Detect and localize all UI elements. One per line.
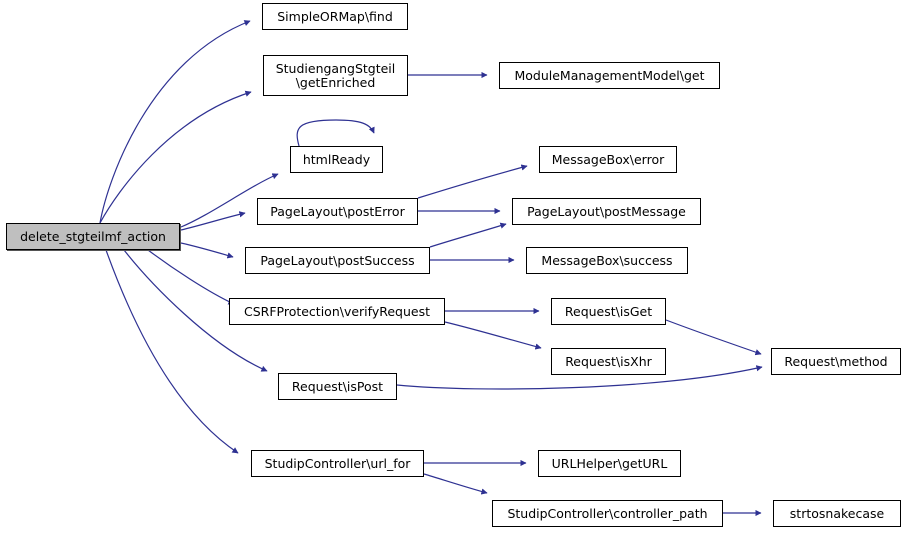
graph-node-label-isPost: Request\isPost bbox=[291, 378, 384, 394]
graph-edge-verifyRequest-to-isXhr bbox=[444, 321, 542, 350]
graph-node-label-postMessage: PageLayout\postMessage bbox=[527, 203, 686, 219]
graph-node-label-postSuccess: PageLayout\postSuccess bbox=[260, 252, 415, 268]
graph-edge-root-to-postSuccess bbox=[180, 242, 234, 259]
graph-node-isXhr[interactable]: Request\isXhr bbox=[551, 348, 666, 375]
graph-node-label-controllerPath: StudipController\controller_path bbox=[507, 505, 708, 521]
graph-edge-htmlReady-to-htmlReady bbox=[296, 119, 375, 147]
graph-node-postMessage[interactable]: PageLayout\postMessage bbox=[512, 198, 701, 225]
graph-node-label-verifyRequest: CSRFProtection\verifyRequest bbox=[243, 303, 431, 319]
graph-node-htmlReady[interactable]: htmlReady bbox=[290, 146, 383, 173]
graph-edge-root-to-getEnriched bbox=[99, 90, 252, 224]
graph-node-root[interactable]: delete_stgteilmf_action bbox=[6, 223, 180, 250]
graph-edge-postSuccess-to-postMessage bbox=[429, 222, 507, 248]
graph-node-label-isGet: Request\isGet bbox=[564, 303, 653, 319]
graph-edge-urlFor-to-controllerPath bbox=[423, 473, 488, 495]
graph-edge-root-to-find bbox=[99, 20, 251, 224]
graph-edge-isGet-to-method bbox=[665, 319, 762, 356]
graph-node-label-root: delete_stgteilmf_action bbox=[20, 228, 166, 244]
graph-edge-root-to-verifyRequest bbox=[147, 249, 235, 305]
graph-node-label-find: SimpleORMap\find bbox=[277, 8, 393, 24]
graph-node-getURL[interactable]: URLHelper\getURL bbox=[538, 450, 681, 477]
graph-node-label-getURL: URLHelper\getURL bbox=[551, 455, 668, 471]
graph-edge-root-to-postError bbox=[180, 211, 246, 231]
graph-node-label-isXhr: Request\isXhr bbox=[565, 353, 652, 369]
graph-node-find[interactable]: SimpleORMap\find bbox=[262, 3, 408, 30]
graph-node-isGet[interactable]: Request\isGet bbox=[551, 298, 666, 325]
graph-node-label-strtosnakecase: strtosnakecase bbox=[789, 505, 885, 521]
graph-node-label-postError: PageLayout\postError bbox=[270, 203, 405, 219]
graph-node-label-method: Request\method bbox=[784, 353, 888, 369]
graph-node-postError[interactable]: PageLayout\postError bbox=[257, 198, 418, 225]
graph-node-strtosnakecase[interactable]: strtosnakecase bbox=[773, 500, 901, 527]
graph-node-isPost[interactable]: Request\isPost bbox=[278, 373, 397, 400]
graph-edge-postError-to-msgError bbox=[417, 164, 528, 199]
graph-node-verifyRequest[interactable]: CSRFProtection\verifyRequest bbox=[229, 298, 445, 325]
graph-node-msgSuccess[interactable]: MessageBox\success bbox=[526, 247, 688, 274]
graph-node-label-msgSuccess: MessageBox\success bbox=[541, 252, 673, 268]
graph-node-getEnriched[interactable]: StudiengangStgteil \getEnriched bbox=[263, 55, 408, 96]
graph-node-label-htmlReady: htmlReady bbox=[302, 151, 371, 167]
graph-edge-root-to-urlFor bbox=[105, 249, 239, 454]
graph-node-urlFor[interactable]: StudipController\url_for bbox=[251, 450, 424, 477]
graph-node-msgError[interactable]: MessageBox\error bbox=[539, 146, 677, 173]
graph-node-label-getEnriched: StudiengangStgteil \getEnriched bbox=[275, 60, 396, 90]
graph-node-mmmGet[interactable]: ModuleManagementModel\get bbox=[499, 62, 720, 89]
graph-node-label-mmmGet: ModuleManagementModel\get bbox=[514, 67, 705, 83]
graph-node-label-msgError: MessageBox\error bbox=[551, 151, 665, 167]
graph-node-label-urlFor: StudipController\url_for bbox=[264, 455, 411, 471]
graph-node-postSuccess[interactable]: PageLayout\postSuccess bbox=[245, 247, 430, 274]
graph-node-method[interactable]: Request\method bbox=[771, 348, 901, 375]
graph-node-controllerPath[interactable]: StudipController\controller_path bbox=[492, 500, 723, 527]
